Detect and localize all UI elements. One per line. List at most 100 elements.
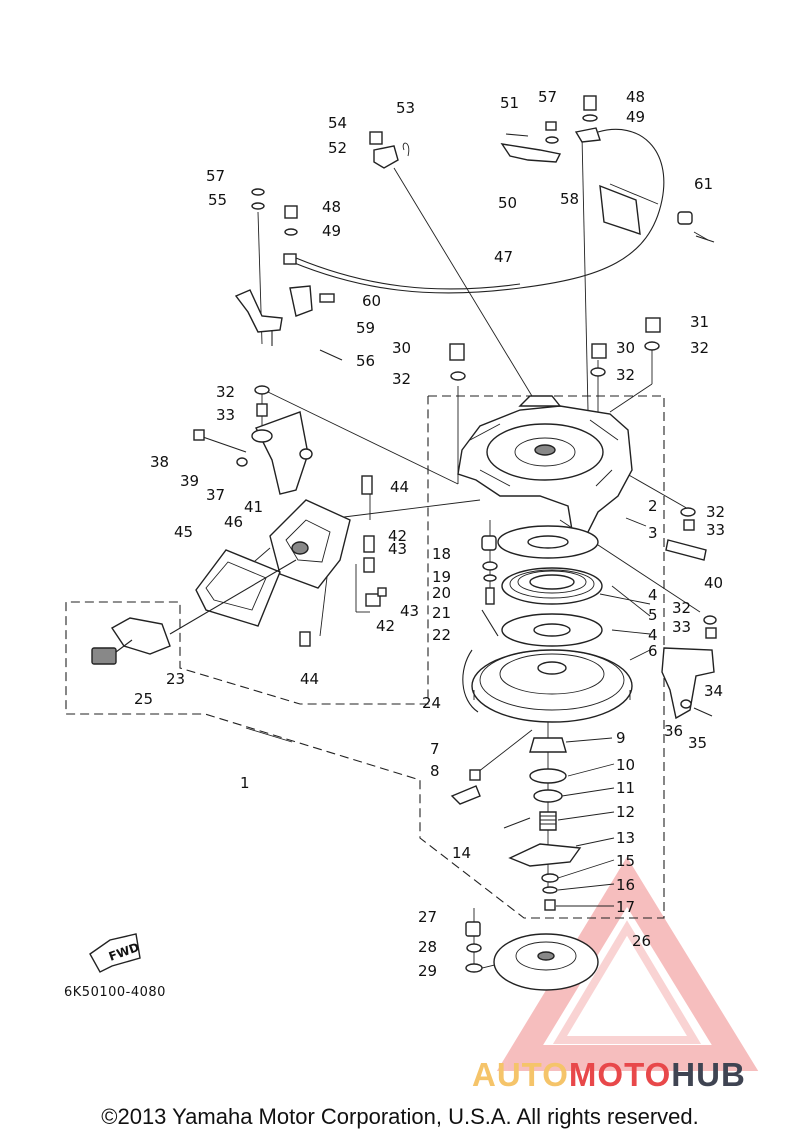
callout: 10 bbox=[616, 756, 635, 774]
callout: 32 bbox=[616, 366, 635, 384]
callout: 33 bbox=[216, 406, 235, 424]
callout: 7 bbox=[430, 740, 440, 758]
callout: 54 bbox=[328, 114, 347, 132]
watermark-moto: MOTO bbox=[568, 1056, 672, 1093]
callout: 49 bbox=[322, 222, 341, 240]
fwd-arrow: FWD bbox=[89, 933, 141, 973]
callout: 39 bbox=[180, 472, 199, 490]
callout: 31 bbox=[690, 313, 709, 331]
washer-4-upper bbox=[497, 525, 599, 559]
grommet-45 bbox=[195, 549, 281, 627]
callout: 47 bbox=[494, 248, 513, 266]
callout: 52 bbox=[328, 139, 347, 157]
callout: 18 bbox=[432, 545, 451, 563]
callout: 58 bbox=[560, 190, 579, 208]
callout: 17 bbox=[616, 898, 635, 916]
starter-rope-24 bbox=[462, 649, 479, 713]
callout: 27 bbox=[418, 908, 437, 926]
callout: 35 bbox=[688, 734, 707, 752]
callout: 8 bbox=[430, 762, 440, 780]
callout: 15 bbox=[616, 852, 635, 870]
callout: 50 bbox=[498, 194, 517, 212]
callout: 5 bbox=[648, 606, 658, 624]
callout: 43 bbox=[400, 602, 419, 620]
callout: 2 bbox=[648, 497, 658, 515]
callout: 49 bbox=[626, 108, 645, 126]
callout: 23 bbox=[166, 670, 185, 688]
sheave-drum-6 bbox=[471, 649, 633, 723]
callout: 42 bbox=[388, 527, 407, 545]
cable-47 bbox=[291, 128, 665, 294]
handle-23-25 bbox=[91, 559, 297, 665]
callout: 61 bbox=[694, 175, 713, 193]
callout: 24 bbox=[422, 694, 441, 712]
bolt-38 bbox=[193, 429, 247, 453]
watermark-logo: AUTOMOTOHUB bbox=[472, 1056, 746, 1094]
callout: 30 bbox=[616, 339, 635, 357]
callout: 53 bbox=[396, 99, 415, 117]
starter-housing bbox=[457, 395, 633, 537]
callout: 57 bbox=[538, 88, 557, 106]
callout: 33 bbox=[672, 618, 691, 636]
right-side-parts bbox=[449, 317, 717, 720]
copyright-notice: ©2013 Yamaha Motor Corporation, U.S.A. A… bbox=[101, 1104, 699, 1129]
spiral-spring-5 bbox=[501, 567, 603, 605]
callout: 14 bbox=[452, 844, 471, 862]
callout: 44 bbox=[390, 478, 409, 496]
callout: 26 bbox=[632, 932, 651, 950]
callout: 57 bbox=[206, 167, 225, 185]
clamp-61 bbox=[599, 184, 715, 243]
callout: 9 bbox=[616, 729, 626, 747]
callout: 32 bbox=[706, 503, 725, 521]
callout: 32 bbox=[216, 383, 235, 401]
callout-leaders bbox=[245, 517, 651, 907]
callout: 33 bbox=[706, 521, 725, 539]
callout: 32 bbox=[672, 599, 691, 617]
callout: 56 bbox=[356, 352, 375, 370]
callout: 19 bbox=[432, 568, 451, 586]
callout: 55 bbox=[208, 191, 227, 209]
callout: 22 bbox=[432, 626, 451, 644]
callout: 43 bbox=[388, 540, 407, 558]
callout: 44 bbox=[300, 670, 319, 688]
callout: 41 bbox=[244, 498, 263, 516]
callout: 48 bbox=[626, 88, 645, 106]
callout-labels: 1 2 3 4 4 5 6 7 8 9 10 11 12 13 14 15 16… bbox=[134, 88, 725, 980]
callout: 29 bbox=[418, 962, 437, 980]
callout: 4 bbox=[648, 586, 658, 604]
drawing-code: 6K50100-4080 bbox=[64, 985, 166, 1000]
callout: 12 bbox=[616, 803, 635, 821]
callout: 1 bbox=[240, 774, 250, 792]
watermark-auto: AUTO bbox=[472, 1056, 569, 1093]
parts-9-17 bbox=[450, 737, 582, 911]
callout: 28 bbox=[418, 938, 437, 956]
callout: 51 bbox=[500, 94, 519, 112]
callout: 16 bbox=[616, 876, 635, 894]
callout: 45 bbox=[174, 523, 193, 541]
callout: 38 bbox=[150, 453, 169, 471]
callout: 37 bbox=[206, 486, 225, 504]
washer-4-lower bbox=[501, 613, 603, 647]
callout: 4 bbox=[648, 626, 658, 644]
callout: 3 bbox=[648, 524, 658, 542]
lever-37 bbox=[251, 411, 313, 495]
callout: 36 bbox=[664, 722, 683, 740]
callout: 13 bbox=[616, 829, 635, 847]
washer-39 bbox=[236, 457, 248, 467]
parts-32-33-left bbox=[254, 385, 270, 417]
callout: 11 bbox=[616, 779, 635, 797]
callout: 25 bbox=[134, 690, 153, 708]
bolts-42-44 bbox=[299, 475, 387, 647]
cable-bracket-59 bbox=[234, 188, 343, 361]
pulley-cup-26 bbox=[493, 933, 599, 991]
top-linkage bbox=[369, 95, 601, 169]
control-bracket-41 bbox=[269, 499, 351, 589]
parts-18-22 bbox=[481, 535, 499, 637]
callout: 59 bbox=[356, 319, 375, 337]
callout: 34 bbox=[704, 682, 723, 700]
callout: 60 bbox=[362, 292, 381, 310]
callout: 21 bbox=[432, 604, 451, 622]
callout: 42 bbox=[376, 617, 395, 635]
watermark-hub: HUB bbox=[671, 1056, 746, 1093]
